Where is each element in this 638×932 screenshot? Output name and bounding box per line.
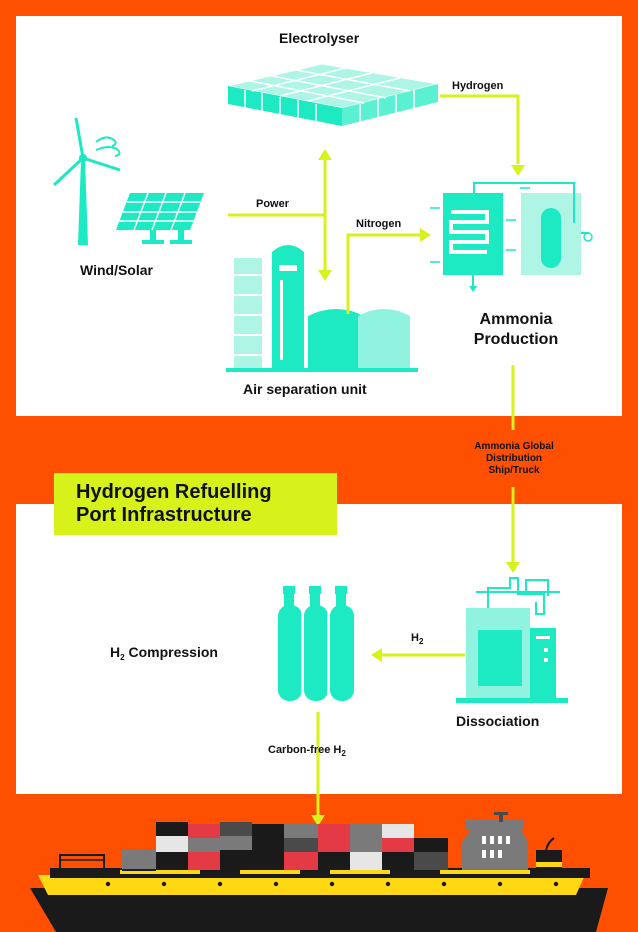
ammonia-distribution-line3: Ship/Truck [488, 465, 540, 476]
air-separation-unit-icon [226, 245, 418, 372]
dissociation-unit-icon [456, 577, 568, 703]
h2-compression-subscript: 2 [120, 653, 125, 662]
air-separation-unit-label: Air separation unit [243, 381, 367, 397]
solar-panel-icon [116, 192, 204, 244]
h2-flow-label: H2 [411, 632, 423, 646]
ammonia-production-icon [430, 182, 593, 292]
carbon-free-h2-text: Carbon-free H [268, 744, 342, 756]
wind-turbine-icon [52, 117, 121, 245]
carbon-free-h2-label: Carbon-free H2 [268, 744, 346, 758]
nitrogen-flow-label: Nitrogen [356, 218, 402, 230]
h2-flow-subscript: 2 [418, 637, 424, 646]
h2-compression-h: H [110, 644, 121, 660]
electrolyser-icon [227, 63, 439, 126]
flow-arrowheads [311, 149, 525, 826]
power-flow-label: Power [256, 198, 290, 210]
h2-compression-word: Compression [128, 644, 218, 660]
flow-arrows [228, 94, 520, 816]
wind-solar-label: Wind/Solar [80, 262, 153, 278]
h2-flow-h: H [411, 632, 419, 644]
carbon-free-h2-subscript: 2 [341, 749, 346, 758]
ammonia-production-line2: Production [473, 331, 559, 348]
ammonia-production-label: Ammonia Production [458, 310, 574, 350]
hydrogen-cylinders-icon [278, 586, 354, 701]
electrolyser-label: Electrolyser [279, 30, 360, 46]
dissociation-label: Dissociation [456, 713, 540, 729]
h2-compression-label: H2 Compression [110, 644, 218, 662]
hydrogen-flow-label: Hydrogen [452, 80, 504, 92]
banner-line2: Port Infrastructure [76, 504, 252, 526]
ammonia-distribution-line1: Ammonia Global [474, 441, 554, 452]
banner-line1: Hydrogen Refuelling [76, 481, 272, 503]
ammonia-distribution-label: Ammonia Global Distribution Ship/Truck [452, 441, 576, 477]
ammonia-distribution-line2: Distribution [485, 453, 543, 464]
cargo-ship-icon [30, 812, 608, 932]
refuelling-infrastructure-banner: Hydrogen Refuelling Port Infrastructure [54, 473, 337, 535]
ammonia-production-line1: Ammonia [479, 311, 553, 328]
